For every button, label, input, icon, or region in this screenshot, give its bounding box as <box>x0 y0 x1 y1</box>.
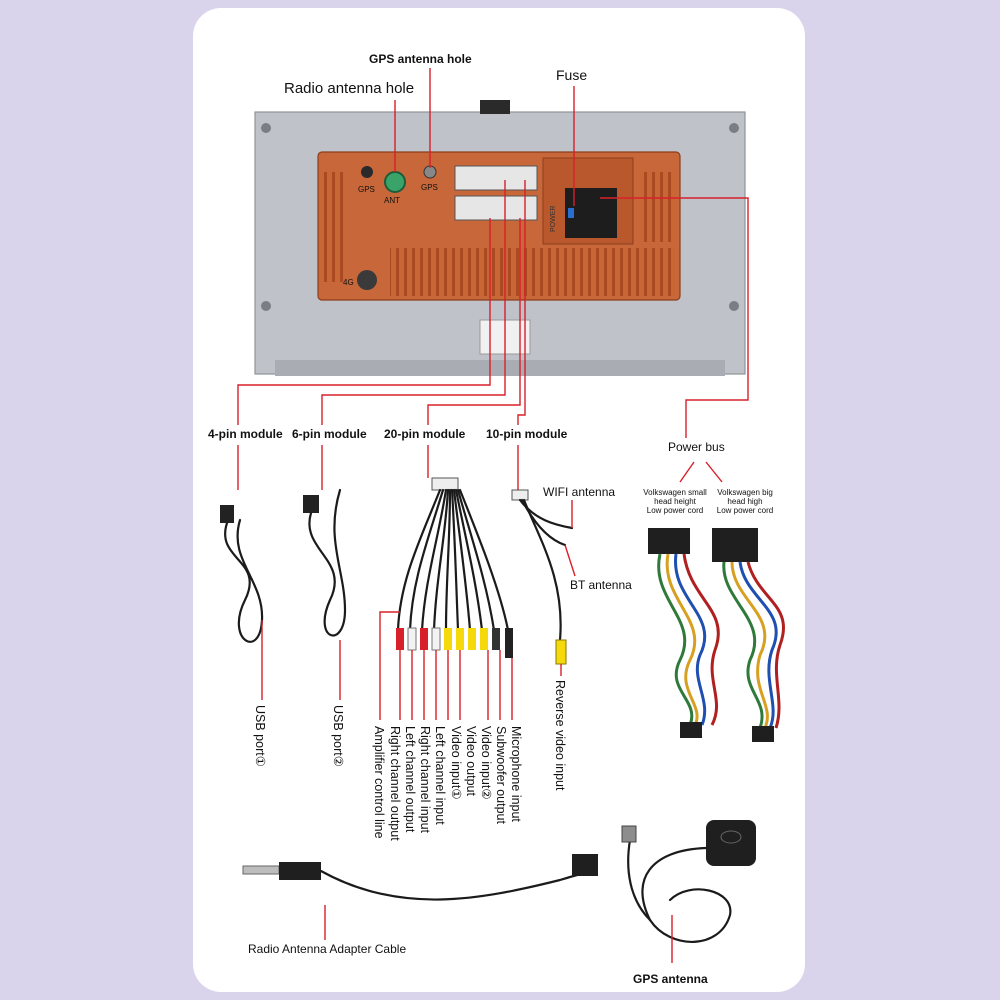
screw-hole <box>261 123 271 133</box>
usb-cable-1 <box>220 505 264 643</box>
svg-text:Low power cord: Low power cord <box>717 506 773 515</box>
wifi-antenna-label: WIFI antenna <box>543 485 615 499</box>
lte-mark: 4G <box>343 278 354 287</box>
vw-small-label: Volkswagen small head height Low power c… <box>643 488 707 515</box>
rca-label-amplifier: Amplifier control line <box>372 726 386 839</box>
heatsink-fins <box>390 248 675 296</box>
rca-plug <box>492 628 500 650</box>
pin4-leader <box>237 218 491 425</box>
power-bus-split-left <box>679 461 695 483</box>
fuse-label: Fuse <box>556 67 587 83</box>
radio-antenna-hole-label: Radio antenna hole <box>284 80 414 97</box>
top-bracket <box>480 100 510 114</box>
vw-big-label: Volkswagen big head high Low power cord <box>717 488 773 515</box>
rca-plug <box>407 627 417 651</box>
rca-plug <box>431 627 441 651</box>
usb2-label: USB port② <box>331 705 345 767</box>
svg-text:head height: head height <box>654 497 697 506</box>
power-bus-leader <box>600 197 749 438</box>
reverse-video-label: Reverse video input <box>553 680 567 791</box>
svg-text:Volkswagen small: Volkswagen small <box>643 488 707 497</box>
svg-text:Low power cord: Low power cord <box>647 506 703 515</box>
ant-mark: ANT <box>384 196 400 205</box>
svg-text:Volkswagen big: Volkswagen big <box>717 488 773 497</box>
power-bus-label: Power bus <box>668 440 725 454</box>
usb-cable-2 <box>303 488 347 637</box>
rca-label-video-in-1: Video input① <box>449 726 463 800</box>
head-unit: GPS ANT GPS 4G POWER <box>254 100 746 376</box>
screw-hole <box>729 123 739 133</box>
vw-big-connector <box>712 528 758 562</box>
rca-plug <box>396 628 404 650</box>
reverse-rca-plug <box>555 639 567 665</box>
adapter-body <box>279 862 321 880</box>
usb-plug-1 <box>220 505 234 523</box>
chassis-bottom <box>275 360 725 376</box>
pin10-leader <box>517 180 526 425</box>
rca-plug <box>444 628 452 650</box>
rca-label-right-out: Right channel output <box>388 726 402 841</box>
screw-hole <box>261 301 271 311</box>
rca-label-video-in-2: Video input② <box>479 726 493 800</box>
vw-small-harness <box>648 528 720 738</box>
vw-small-connector <box>648 528 690 554</box>
mic-plug <box>505 628 513 658</box>
rca-label-mic: Microphone input <box>509 726 523 822</box>
pin4-label: 4-pin module <box>208 427 283 441</box>
lte-port-hole <box>357 270 377 290</box>
bt-antenna-label: BT antenna <box>570 578 632 592</box>
radio-adapter-label: Radio Antenna Adapter Cable <box>248 942 406 956</box>
rca-plug <box>480 628 488 650</box>
svg-text:head high: head high <box>727 497 762 506</box>
power-bus-split-right <box>705 461 723 483</box>
rca-harness <box>396 477 513 658</box>
vw-big-harness <box>712 528 785 742</box>
rca-label-right-in: Right channel input <box>418 726 432 834</box>
bt-leader <box>564 544 576 577</box>
usb1-label: USB port① <box>253 705 267 767</box>
screw-hole <box>729 301 739 311</box>
pin20-plug <box>431 477 459 491</box>
pin6-label: 6-pin module <box>292 427 367 441</box>
rca-label-left-in: Left channel input <box>433 726 447 825</box>
rca-plug <box>420 628 428 650</box>
lower-connector <box>454 195 538 221</box>
ant-socket <box>384 171 406 193</box>
power-mark: POWER <box>550 206 557 232</box>
gps-plug <box>621 825 637 843</box>
gps-mark: GPS <box>358 185 375 194</box>
adapter-connector <box>572 854 598 876</box>
fuse-blade <box>568 208 574 218</box>
gps-port-hole <box>361 166 373 178</box>
pin10-harness <box>511 489 574 665</box>
gps-antenna-label: GPS antenna <box>633 972 708 986</box>
adapter-tip <box>242 865 280 875</box>
pin10-plug <box>511 489 529 501</box>
pin20-label: 20-pin module <box>384 427 466 441</box>
rca-plug <box>468 628 476 650</box>
usb-plug-2 <box>303 495 319 513</box>
rca-label-left-out: Left channel output <box>403 726 417 833</box>
pin6-leader <box>321 180 506 425</box>
pin20-leader <box>427 218 521 425</box>
pin10-label: 10-pin module <box>486 427 568 441</box>
radio-adapter-cable <box>242 854 598 901</box>
side-fins <box>322 172 344 282</box>
rca-label-video-out: Video output <box>464 726 478 796</box>
gps-antenna-assembly <box>621 820 756 943</box>
rca-label-subwoofer: Subwoofer output <box>494 726 508 825</box>
vw-small-plug <box>680 722 702 738</box>
side-fins-right <box>640 172 676 242</box>
rca-plug <box>456 628 464 650</box>
gps-mark-2: GPS <box>421 183 438 192</box>
upper-connector <box>454 165 538 191</box>
gps-antenna-hole-label: GPS antenna hole <box>369 52 472 66</box>
vw-big-plug <box>752 726 774 742</box>
